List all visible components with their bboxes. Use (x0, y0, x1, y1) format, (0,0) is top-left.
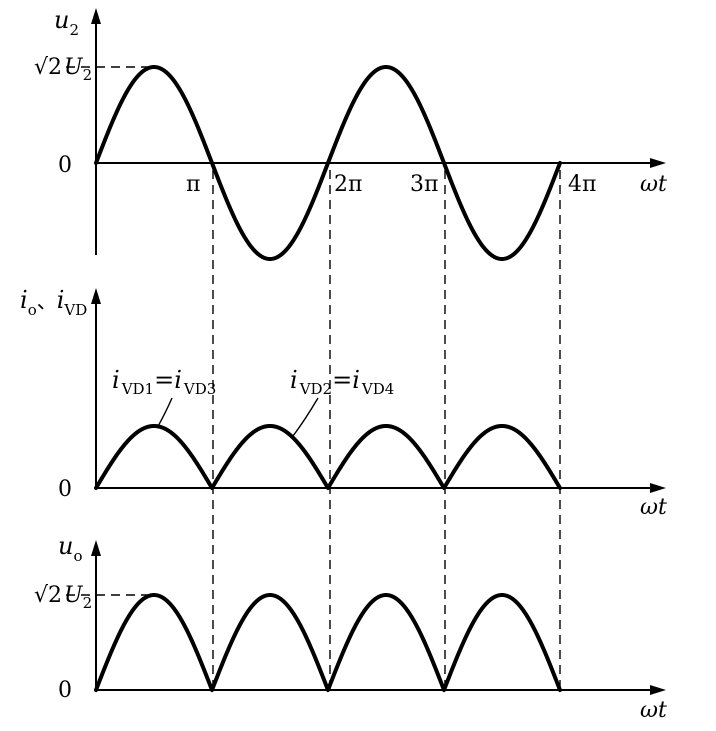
uo-ylabel: uo (58, 532, 83, 565)
panel-u2: u2 √2U2 0 π 2π 3π 4π ωt (34, 6, 667, 261)
u2-peak-label: √2U2 (34, 55, 92, 84)
current-ylabel: io、iVD (20, 286, 87, 319)
annotation-1-leader (156, 397, 173, 429)
tick-pi: π (186, 172, 200, 197)
current-rectified-curve (94, 424, 562, 490)
uo-peak-label: √2U2 (34, 583, 92, 612)
u2-ylabel: u2 (54, 6, 79, 39)
tick-2pi: 2π (334, 172, 362, 197)
current-zero-label: 0 (58, 477, 72, 502)
current-xlabel: ωt (640, 495, 667, 520)
current-y-arrow (91, 288, 101, 304)
panel-uo: uo √2U2 0 ωt (34, 532, 667, 723)
uo-x-arrow (650, 685, 666, 695)
annotation-2-leader (292, 397, 319, 437)
current-x-arrow (650, 483, 666, 493)
u2-zero-label: 0 (58, 153, 72, 178)
tick-3pi: 3π (410, 172, 438, 197)
tick-4pi: 4π (568, 172, 596, 197)
guide-lines (212, 170, 561, 690)
uo-xlabel: ωt (640, 698, 667, 723)
uo-y-arrow (91, 540, 101, 556)
u2-y-arrow (91, 8, 101, 24)
uo-zero-label: 0 (58, 678, 72, 703)
u2-sine-curve (94, 65, 562, 261)
u2-xlabel: ωt (640, 172, 667, 197)
u2-x-arrow (650, 158, 666, 168)
uo-rectified-curve (94, 593, 562, 692)
